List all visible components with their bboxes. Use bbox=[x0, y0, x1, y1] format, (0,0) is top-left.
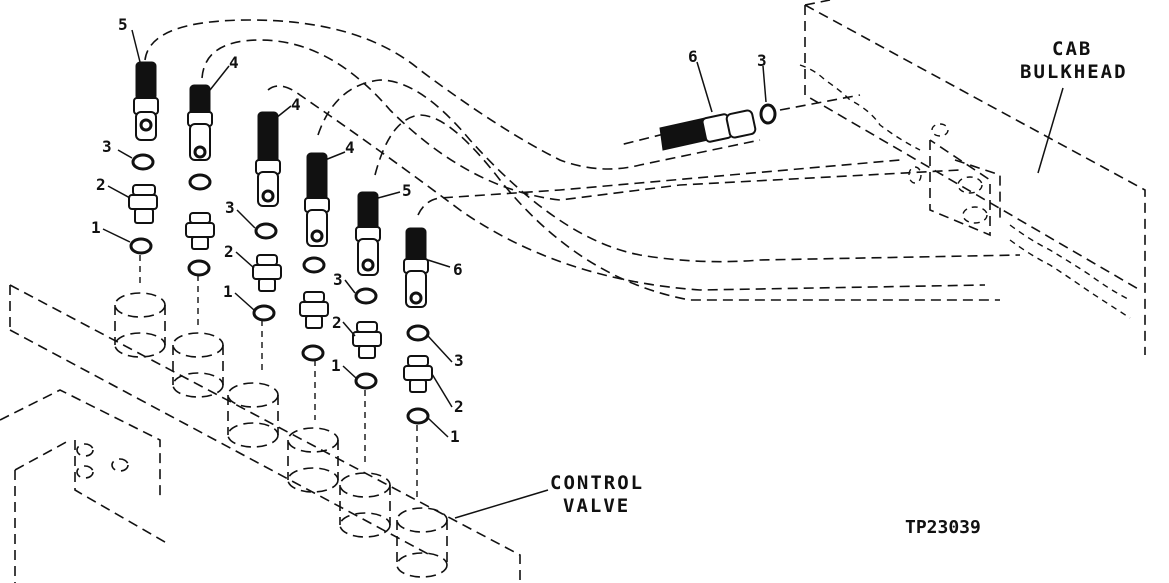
callout-1: 1 bbox=[91, 218, 101, 237]
o-ring bbox=[129, 237, 153, 255]
callout-4: 4 bbox=[291, 95, 301, 114]
callout-3: 3 bbox=[102, 137, 112, 156]
callout-2: 2 bbox=[224, 242, 234, 261]
hose-fitting-column-4 bbox=[299, 152, 330, 362]
assembly-axis-lines bbox=[139, 255, 418, 500]
bulkhead-fitting bbox=[659, 103, 777, 151]
callout-1: 1 bbox=[331, 356, 341, 375]
callout-2: 2 bbox=[454, 397, 464, 416]
hose-fitting-column-5 bbox=[352, 191, 382, 390]
callout-3: 3 bbox=[757, 51, 767, 70]
callout-leaders bbox=[102, 29, 1064, 519]
callout-1: 1 bbox=[450, 427, 460, 446]
control-valve-label-line2: VALVE bbox=[563, 495, 630, 517]
control-valve-block bbox=[0, 284, 521, 583]
hose-fitting-column-3 bbox=[252, 111, 282, 322]
figure-id: TP23039 bbox=[905, 517, 981, 538]
hose-fitting-column-2 bbox=[185, 84, 215, 277]
hose-routes bbox=[144, 19, 1021, 301]
callout-5: 5 bbox=[118, 15, 128, 34]
callout-numbers: 5 4 4 4 5 6 3 2 1 3 2 1 3 2 1 3 2 1 6 3 bbox=[91, 15, 767, 446]
callout-3: 3 bbox=[454, 351, 464, 370]
callout-2: 2 bbox=[332, 313, 342, 332]
callout-4: 4 bbox=[229, 53, 239, 72]
cab-bulkhead bbox=[799, 0, 1146, 355]
callout-5: 5 bbox=[402, 181, 412, 200]
control-valve-label-line1: CONTROL bbox=[550, 472, 644, 494]
callout-6: 6 bbox=[453, 260, 463, 279]
callout-4: 4 bbox=[345, 138, 355, 157]
hose-end bbox=[135, 61, 157, 101]
callout-3: 3 bbox=[225, 198, 235, 217]
callout-2: 2 bbox=[96, 175, 106, 194]
cab-bulkhead-label-line1: CAB bbox=[1052, 38, 1092, 60]
hose-fitting-column-6 bbox=[403, 227, 433, 425]
o-ring bbox=[759, 103, 777, 125]
callout-3: 3 bbox=[333, 270, 343, 289]
callout-1: 1 bbox=[223, 282, 233, 301]
hose-fitting-column-1 bbox=[128, 61, 159, 255]
cab-bulkhead-label-line2: BULKHEAD bbox=[1020, 61, 1128, 83]
callout-6: 6 bbox=[688, 47, 698, 66]
adapter bbox=[132, 184, 156, 196]
o-ring bbox=[131, 153, 155, 171]
